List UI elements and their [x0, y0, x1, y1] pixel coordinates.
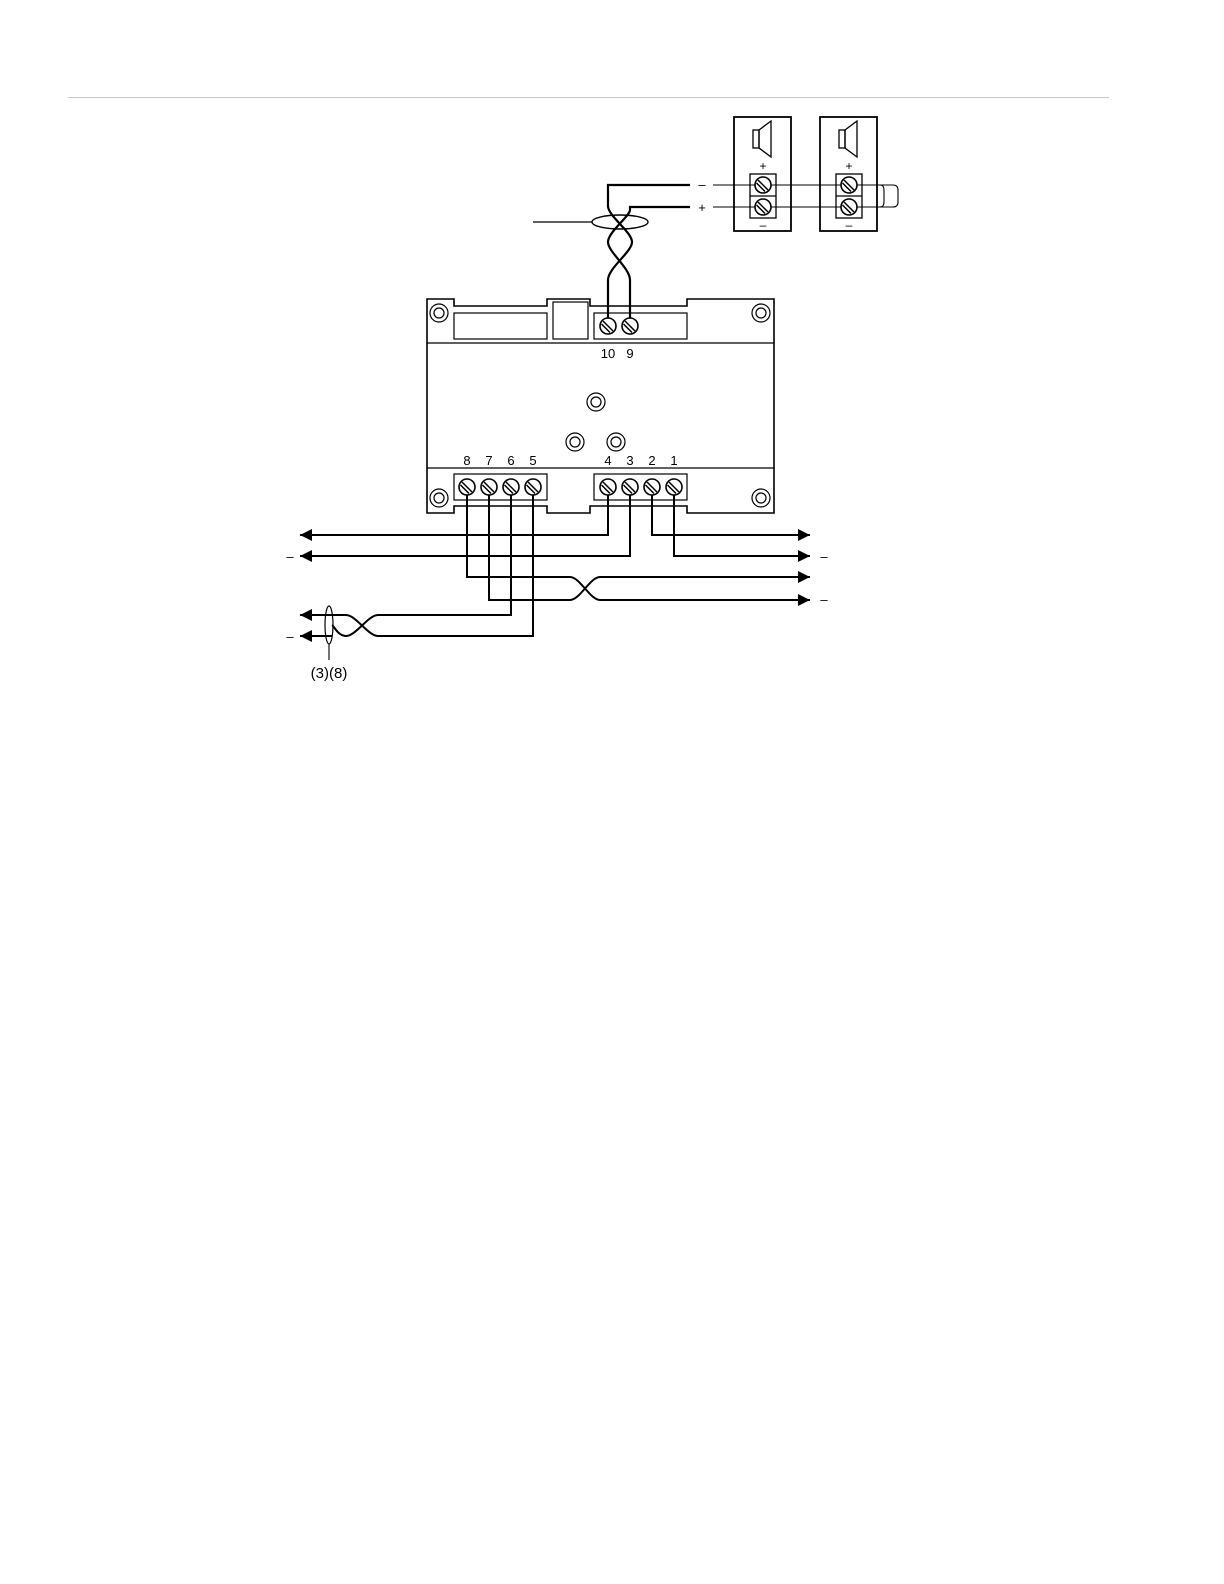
- top-center-block: [553, 302, 588, 339]
- speaker-terminal-plus: +: [845, 159, 852, 173]
- terminal-label-9: 9: [626, 346, 633, 361]
- bottom-wiring: [300, 495, 810, 636]
- speaker-circuit-wires: [713, 185, 898, 207]
- speaker-output-wiring: [608, 185, 690, 318]
- screw-terminal-icon: [841, 199, 857, 215]
- device-module: 10 9 8 7 6 5 4 3 2 1: [427, 299, 774, 513]
- speaker-unit-1: + –: [734, 117, 791, 232]
- right-output-minus-sign-2: –: [820, 592, 828, 607]
- mounting-hole-icon: [752, 489, 770, 507]
- terminal-label-10: 10: [601, 346, 615, 361]
- screw-terminal-icon: [666, 479, 682, 495]
- terminal-label-6: 6: [507, 453, 514, 468]
- terminal-label-1: 1: [670, 453, 677, 468]
- left-input-minus-sign-1: –: [286, 549, 294, 564]
- terminal-label-2: 2: [648, 453, 655, 468]
- terminal-label-4: 4: [604, 453, 611, 468]
- speaker-terminal-minus: –: [846, 218, 853, 232]
- screw-terminal-icon: [503, 479, 519, 495]
- speaker-icon: [839, 121, 857, 157]
- speaker-minus-sign: –: [698, 177, 706, 192]
- indicator-led-icon: [566, 433, 584, 451]
- screw-terminal-icon: [755, 199, 771, 215]
- speaker-unit-2: + –: [820, 117, 877, 232]
- mounting-hole-icon: [752, 304, 770, 322]
- speaker-icon: [753, 121, 771, 157]
- indicator-led-icon: [607, 433, 625, 451]
- top-left-compartment: [454, 313, 547, 339]
- left-input-minus-sign-2: –: [286, 629, 294, 644]
- screw-terminal-icon: [481, 479, 497, 495]
- mounting-hole-icon: [430, 304, 448, 322]
- input-cable-shield-marker: [325, 606, 333, 644]
- indicator-led-icon: [587, 393, 605, 411]
- terminal-label-8: 8: [463, 453, 470, 468]
- screw-terminal-icon: [600, 318, 616, 334]
- screw-terminal-icon: [644, 479, 660, 495]
- terminal-label-5: 5: [529, 453, 536, 468]
- note-reference-label: (3)(8): [311, 665, 348, 682]
- screw-terminal-icon: [459, 479, 475, 495]
- terminal-label-3: 3: [626, 453, 633, 468]
- screw-terminal-icon: [600, 479, 616, 495]
- speaker-terminal-plus: +: [759, 159, 766, 173]
- screw-terminal-icon: [622, 318, 638, 334]
- screw-terminal-icon: [525, 479, 541, 495]
- speaker-plus-sign: +: [698, 200, 706, 215]
- terminal-label-7: 7: [485, 453, 492, 468]
- right-output-minus-sign-1: –: [820, 549, 828, 564]
- speaker-terminal-minus: –: [760, 218, 767, 232]
- screw-terminal-icon: [755, 177, 771, 193]
- screw-terminal-icon: [841, 177, 857, 193]
- mounting-hole-icon: [430, 489, 448, 507]
- screw-terminal-icon: [622, 479, 638, 495]
